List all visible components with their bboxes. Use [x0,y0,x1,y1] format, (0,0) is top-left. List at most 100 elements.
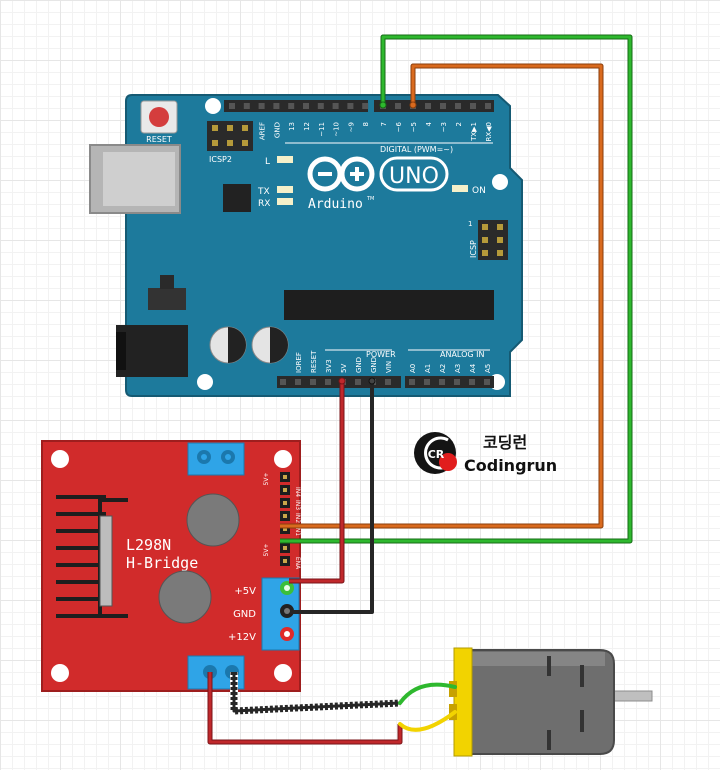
driver-pin-label: IN2 [294,513,301,523]
uno-label: UNO [389,164,439,189]
led-on [452,185,468,192]
power-pin-label: 5V [340,364,348,373]
analog-socket [424,379,430,385]
led-rx [277,198,293,205]
arduino-uno-board [125,94,523,397]
digital-socket [440,103,446,109]
digital-socket [425,103,431,109]
analog-header [405,376,494,388]
analog-pin-label: A2 [439,364,447,373]
digital-pin-label: RX◀0 [485,122,493,142]
wire-red-5v [289,382,345,584]
digital-pin-label: ~3 [440,122,448,132]
trademark-label: TM [366,196,374,202]
status-leds: L TX RX ON [257,156,486,209]
icsp-label: ICSP [469,240,478,258]
mounting-hole [274,450,292,468]
digital-pin-label: 4 [425,121,433,126]
terminal-label-5v: +5V [234,586,256,597]
digital-label: DIGITAL (PWM=~) [380,145,453,154]
driver-pin-contact [283,514,287,518]
arduino-brand-label: Arduino [308,197,363,212]
led-on-label: ON [472,186,486,196]
capacitors [209,326,289,364]
codingrun-mark: CR [428,448,445,461]
mounting-hole [51,450,69,468]
digital-socket [485,103,491,109]
analog-socket [409,379,415,385]
driver-pin-contact [283,559,287,563]
terminal-label-gnd: GND [233,609,256,620]
digital-socket [347,103,354,109]
digital-pin-label: TX▶1 [470,122,478,142]
voltage-regulator [148,275,186,310]
power-pin-label: GND [355,357,363,373]
terminal-label-12v: +12V [228,632,256,643]
motor-shaft [611,690,653,702]
icsp2-header: ICSP2 [207,121,253,164]
atmega-chip [284,290,494,320]
driver-pin-label: IN1 [294,526,301,536]
power-socket [310,379,316,385]
driver-pin-label: 5V+ [263,544,270,557]
driver-capacitor [186,493,240,547]
digital-socket [273,103,280,109]
mounting-hole [51,664,69,682]
motor-end-cap [453,647,473,757]
digital-pin-label: ~5 [410,122,418,132]
motor-leads [398,682,457,732]
power-pin-label: RESET [310,350,318,373]
power-sockets [280,379,490,385]
power-jack [116,325,188,377]
driver-subtitle: H-Bridge [126,554,198,572]
icsp-pin1-label: 1 [468,220,472,228]
digital-socket [288,103,295,109]
icsp-header: ICSP 1 [468,220,508,260]
digital-socket [395,103,401,109]
wire-ends [338,101,417,385]
power-label: POWER [366,350,396,359]
power-socket [385,379,391,385]
power-pin-label: 3V3 [325,359,333,373]
led-tx [277,186,293,193]
driver-pin-header [280,472,290,566]
codingrun-korean: 코딩런 [483,433,527,452]
digital-header-right [374,100,494,112]
codingrun-logo: CR 코딩런 Codingrun [414,432,557,475]
digital-socket [243,103,250,109]
digital-pin-label: 13 [288,122,296,131]
heatsink [56,495,128,618]
analog-label: ANALOG IN [440,350,485,359]
driver-pin-label: 5V+ [263,473,270,486]
led-tx-label: TX [257,187,270,197]
mounting-hole [205,98,221,114]
wire-motor-red [207,672,403,745]
digital-socket [362,103,369,109]
usb-connector [89,144,181,214]
power-pin-label: GND [370,357,378,373]
arduino-logo: UNO Arduino TM [307,156,449,212]
analog-pin-label: A4 [469,363,477,373]
digital-pin-label: 7 [380,122,388,126]
led-l [277,156,293,163]
analog-socket [439,379,445,385]
power-socket [325,379,331,385]
driver-pin-contact [283,546,287,550]
digital-socket [229,103,235,109]
power-socket [295,379,301,385]
driver-pin-contact [283,488,287,492]
analog-pin-label: A1 [424,364,432,373]
analog-socket [454,379,460,385]
driver-pin-contact [283,501,287,505]
wire-orange-pin5-in2 [280,63,604,529]
digital-socket [332,103,339,109]
codingrun-english: Codingrun [464,456,557,475]
digital-pin-label: GND [273,122,281,138]
icsp2-label: ICSP2 [209,155,232,164]
usb-chip [223,184,251,212]
led-rx-label: RX [258,199,270,209]
driver-title: L298N [126,536,171,554]
digital-socket [303,103,309,109]
